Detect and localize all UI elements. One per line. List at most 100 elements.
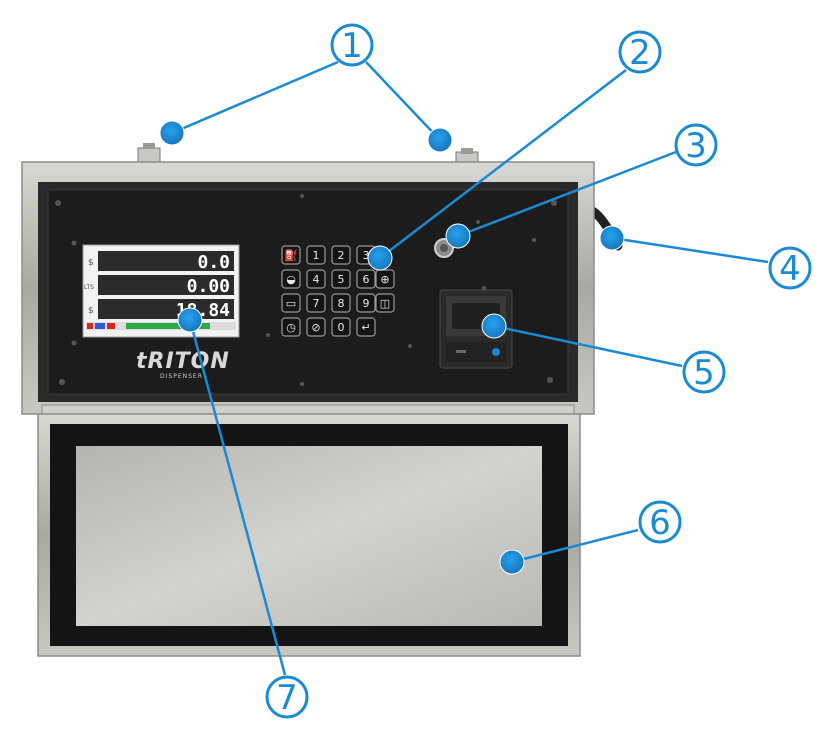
callout-number: 6 [649, 503, 671, 543]
callout-number: 7 [276, 678, 298, 718]
key-6-label: 6 [363, 273, 370, 286]
key-card-icon[interactable]: ▭ [281, 293, 301, 313]
key-gauge-icon[interactable]: ◒ [281, 269, 301, 289]
key-enter-icon-label: ↵ [361, 321, 370, 334]
receipt-printer[interactable] [439, 289, 513, 369]
key-cancel-icon[interactable]: ⊘ [306, 317, 326, 337]
screw [266, 333, 270, 337]
callout-target-dot [481, 313, 507, 339]
display-row-label: $ [88, 258, 94, 268]
callout-number-circle [618, 30, 662, 74]
callout-target-dot [427, 127, 453, 153]
callout-7: 7 [177, 307, 309, 719]
callout-3: 3 [445, 123, 718, 249]
callout-leader-line [511, 528, 639, 564]
callout-leader-line [188, 319, 287, 676]
screw [482, 286, 486, 290]
callout-6: 6 [499, 500, 682, 575]
callout-5: 5 [481, 313, 726, 394]
callouts: 1 2 3 4 5 6 7 [159, 23, 812, 719]
key-9[interactable]: 9 [356, 293, 376, 313]
callout-leader-line [493, 324, 683, 368]
key-2[interactable]: 2 [331, 245, 351, 265]
brand-logo: tRITON DISPENSER [136, 349, 229, 380]
key-fuel-icon[interactable]: ⛽ [281, 245, 301, 265]
key-cancel-icon-label: ⊘ [311, 321, 320, 334]
display-value-amount: 0.0 [197, 252, 230, 273]
callout-4: 4 [599, 225, 812, 290]
screw [300, 382, 304, 386]
screw [300, 194, 304, 198]
screw [71, 340, 77, 346]
screw [55, 200, 61, 206]
screw [408, 344, 412, 348]
screw [476, 220, 480, 224]
callout-target-dot [159, 120, 185, 146]
keypad: ⛽ 1 2 3 ◒ 4 5 6 ▭ 7 8 9 ◷ ⊘ 0 ↵ ⊕ ◫ [281, 245, 395, 337]
callout-leader-line [171, 60, 339, 135]
key-6[interactable]: 6 [356, 269, 376, 289]
key-0-label: 0 [338, 321, 345, 334]
key-3-label: 3 [363, 249, 370, 262]
key-clock-icon[interactable]: ◷ [281, 317, 301, 337]
callout-number-circle [674, 123, 718, 167]
key-4-label: 4 [313, 273, 320, 286]
display-row-label: $ [88, 306, 94, 316]
callout-target-dot [445, 223, 471, 249]
brand-subtitle: DISPENSER [160, 373, 203, 380]
callout-number-circle [265, 675, 309, 719]
callout-number-circle [638, 500, 682, 544]
key-8[interactable]: 8 [331, 293, 351, 313]
callout-number-circle [768, 246, 812, 290]
callout-target-dot [367, 245, 393, 271]
key-1-label: 1 [313, 249, 320, 262]
key-switch[interactable] [434, 238, 454, 258]
key-5[interactable]: 5 [331, 269, 351, 289]
key-9-label: 9 [363, 297, 370, 310]
printer-button-icon[interactable] [492, 348, 500, 356]
callout-number: 3 [685, 126, 707, 166]
key-gauge-icon-label: ◒ [286, 273, 296, 286]
key-2-label: 2 [338, 249, 345, 262]
display-row [98, 275, 234, 295]
key-wheel-icon[interactable]: ⊕ [375, 269, 395, 289]
key-8-label: 8 [338, 297, 345, 310]
key-card-icon-label: ▭ [286, 297, 296, 310]
callout-2: 2 [367, 30, 662, 271]
key-7[interactable]: 7 [306, 293, 326, 313]
key-receipt-icon[interactable]: ◫ [375, 293, 395, 313]
screw [532, 238, 536, 242]
lcd-display: $ LTS $ 0.0 0.00 18.84 [82, 244, 240, 338]
key-clock-icon-label: ◷ [286, 321, 296, 334]
screw [551, 200, 557, 206]
callout-target-dot [499, 549, 525, 575]
callout-leader-line [611, 236, 769, 264]
lid [37, 413, 581, 657]
key-fuel-icon-label: ⛽ [284, 249, 298, 262]
key-1[interactable]: 1 [306, 245, 326, 265]
callout-number: 4 [779, 249, 801, 289]
screw [59, 379, 65, 385]
callout-1: 1 [159, 23, 453, 153]
callout-number: 2 [629, 33, 651, 73]
callout-number: 1 [341, 26, 363, 66]
callout-target-dot [599, 225, 625, 251]
callout-number-circle [682, 350, 726, 394]
callout-leader-line [457, 150, 677, 238]
key-5-label: 5 [338, 273, 345, 286]
display-row-label: LTS [84, 284, 94, 291]
display-row [98, 251, 234, 271]
callout-number-circle [330, 23, 374, 67]
callout-target-dot [177, 307, 203, 333]
key-0[interactable]: 0 [331, 317, 351, 337]
key-enter-icon[interactable]: ↵ [356, 317, 376, 337]
key-7-label: 7 [313, 297, 320, 310]
callout-number: 5 [693, 353, 715, 393]
key-4[interactable]: 4 [306, 269, 326, 289]
screw [71, 240, 77, 246]
lid-panel [76, 446, 542, 626]
callout-leader-line [365, 61, 441, 141]
display-value-volume: 0.00 [187, 276, 230, 297]
screw [547, 377, 553, 383]
